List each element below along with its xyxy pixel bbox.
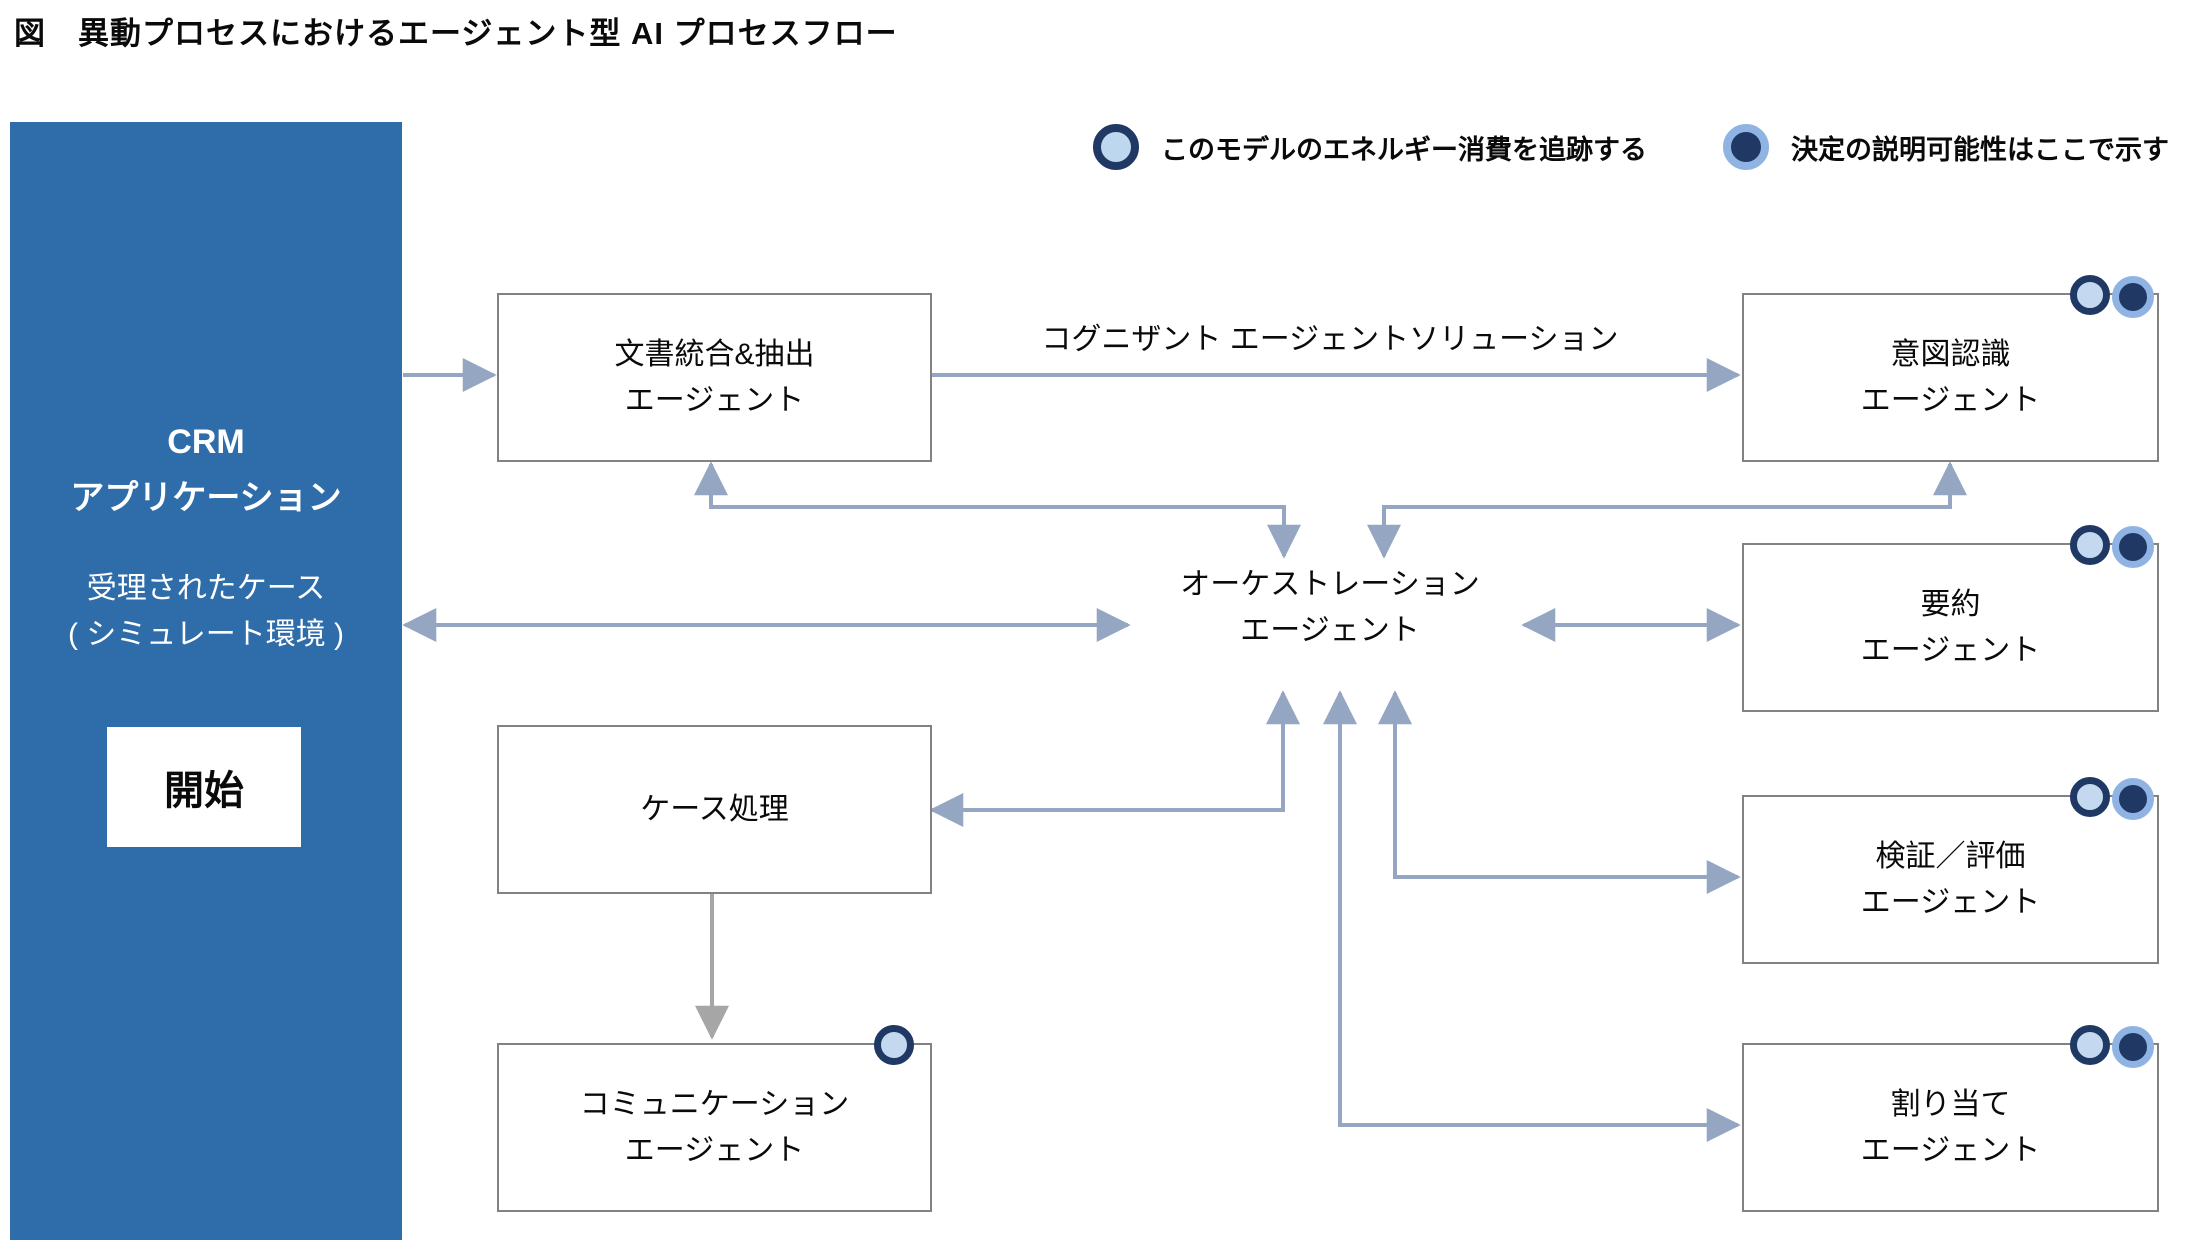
legend-explainability: 決定の説明可能性はここで示す [1723,123,2169,171]
node-label: 割り当て [1890,1087,2011,1121]
crm-panel-title: CRM アプリケーション [10,414,402,526]
energy-badge-icon [2070,275,2110,315]
node-verification-evaluation-agent: 検証／評価 エージェント [1742,777,2159,964]
crm-title-line2: アプリケーション [70,479,342,517]
node-label: 文書統合&抽出 [614,337,815,371]
node-document-integration-agent: 文書統合&抽出 エージェント [497,293,932,462]
node-label: エージェント [1860,1133,2041,1167]
crm-panel-subtitle: 受理されたケース ( シミュレート環境 ) [10,566,402,658]
connector-verify-orchestration [1378,690,1741,894]
legend-energy: このモデルのエネルギー消費を追跡する [1093,123,1647,171]
crm-application-panel: CRM アプリケーション 受理されたケース ( シミュレート環境 ) 開始 [10,122,402,1240]
legend-energy-label: このモデルのエネルギー消費を追跡する [1161,134,1647,165]
start-label: 開始 [164,769,244,813]
connector-assign-orchestration [1323,690,1741,1142]
explainability-badge-icon [2112,1026,2154,1068]
energy-badge-icon [874,1025,914,1065]
explainability-badge-icon [2112,276,2154,318]
crm-subtitle-line2: ( シミュレート環境 ) [67,618,345,651]
explainability-badge-icon [1723,124,1769,170]
connector-case-orchestration [929,690,1300,827]
explainability-badge-icon [2112,526,2154,568]
node-label: エージェント [1860,633,2041,667]
energy-badge-icon [2070,525,2110,565]
start-node: 開始 [107,727,301,847]
node-label: オーケストレーション [1180,568,1480,601]
node-label: 要約 [1920,587,1981,621]
node-label: エージェント [624,1133,805,1167]
node-communication-agent: コミュニケーション エージェント [497,1025,932,1212]
node-label: 意図認識 [1890,337,2011,371]
crm-subtitle-line1: 受理されたケース [86,572,326,605]
connector-doc-orchestration [694,461,1301,559]
node-orchestration-agent: オーケストレーション エージェント [1120,562,1540,654]
node-label: 検証／評価 [1875,839,2026,873]
node-label: ケース処理 [640,792,789,826]
node-assignment-agent: 割り当て エージェント [1742,1025,2159,1212]
node-case-processing: ケース処理 [497,725,932,894]
node-label: エージェント [1240,614,1420,647]
figure-title: 図 異動プロセスにおけるエージェント型 AI プロセスフロー [14,16,898,51]
crm-title-line1: CRM [167,423,245,461]
energy-badge-icon [2070,1025,2110,1065]
node-summary-agent: 要約 エージェント [1742,525,2159,712]
energy-badge-icon [2070,777,2110,817]
node-intent-recognition-agent: 意図認識 エージェント [1742,275,2159,462]
explainability-badge-icon [2112,778,2154,820]
node-label: エージェント [1860,383,2041,417]
node-label: コミュニケーション [579,1087,850,1121]
legend-explainability-label: 決定の説明可能性はここで示す [1791,134,2169,165]
node-label: エージェント [624,383,805,417]
energy-badge-icon [1093,124,1139,170]
solution-arrow-label: コグニザント エージェントソリューション [1041,323,1619,356]
node-label: エージェント [1860,885,2041,919]
